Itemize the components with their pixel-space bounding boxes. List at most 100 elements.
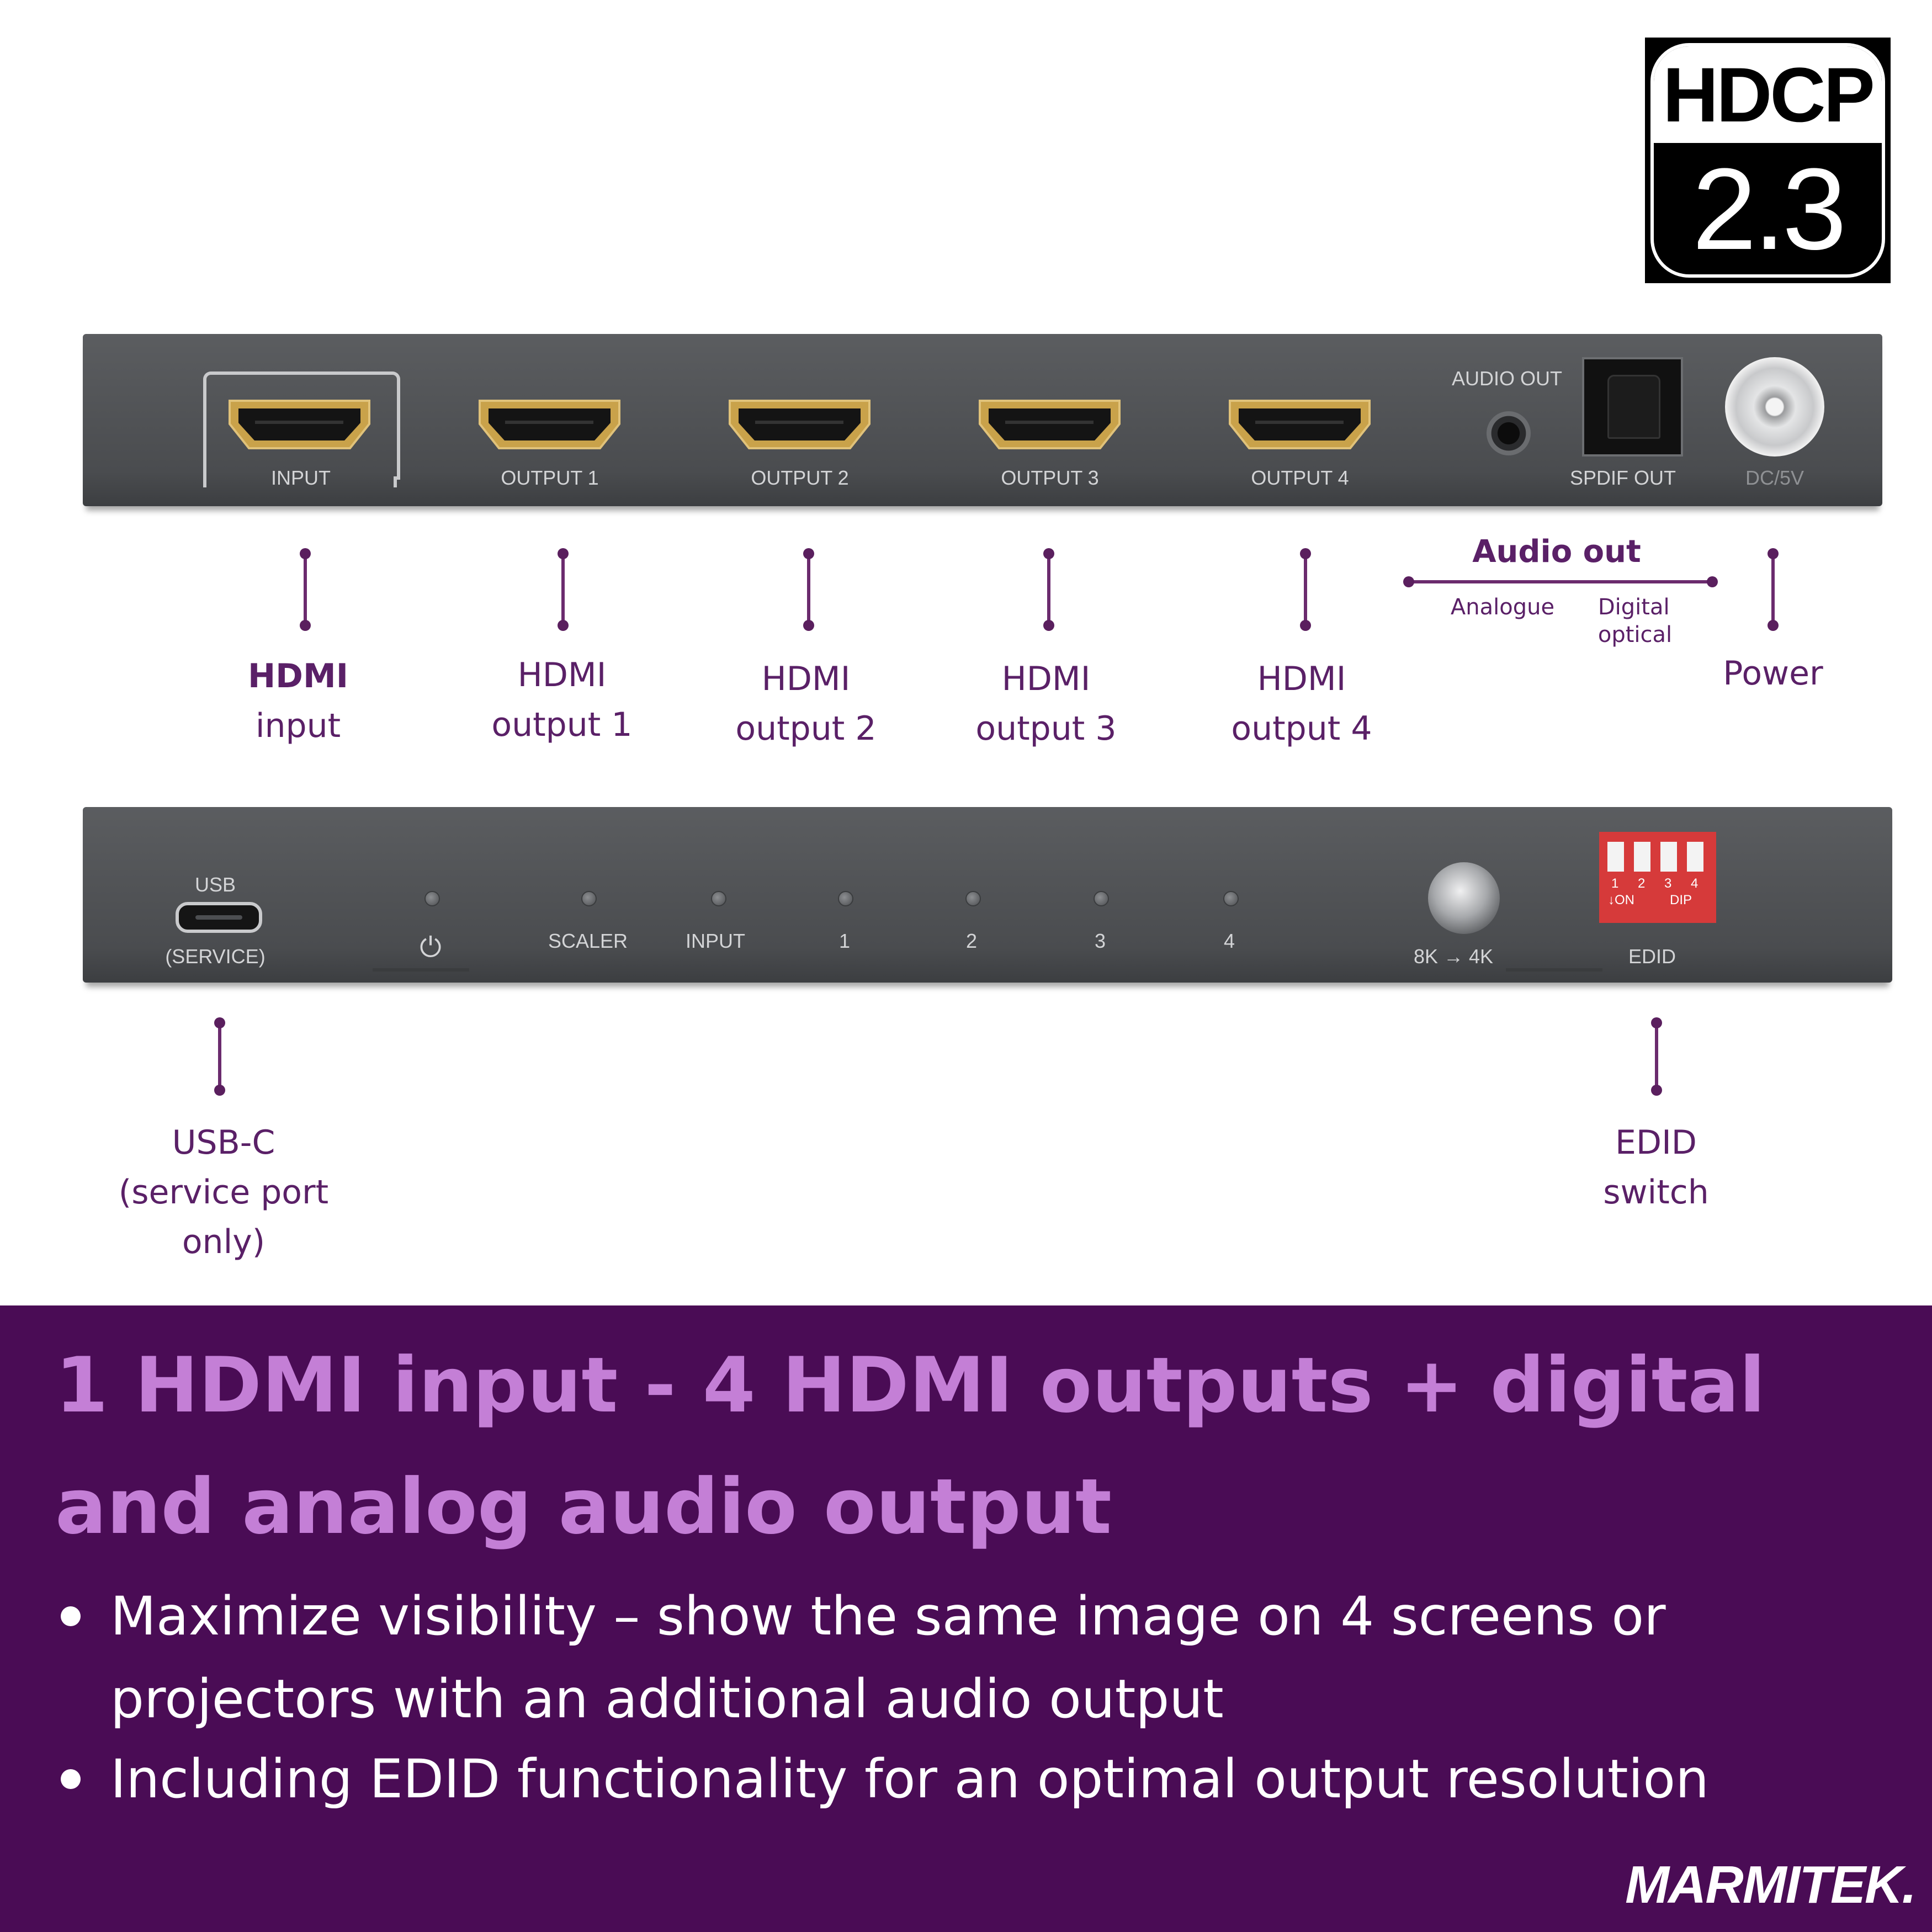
input-bracket-foot-left xyxy=(203,476,206,487)
audio-out-bracket-dot-right xyxy=(1707,576,1718,587)
connector-hdmi-input xyxy=(300,548,311,631)
callout-edid: EDID switch xyxy=(1603,1118,1709,1217)
callout-hdmi-input: HDMI input xyxy=(248,651,348,751)
led-label-input: INPUT xyxy=(686,930,745,952)
banner-headline-line2: and analog audio output xyxy=(55,1462,1112,1551)
dip-number-1: 1 xyxy=(1611,876,1619,891)
port-label-output-3: OUTPUT 3 xyxy=(1001,466,1099,489)
scaler-knob-icon[interactable] xyxy=(1428,862,1500,934)
bullet-dot-2 xyxy=(61,1769,81,1789)
audio-out-label: AUDIO OUT xyxy=(1451,367,1563,390)
feature-bullet-2: Including EDID functionality for an opti… xyxy=(110,1748,1709,1810)
led-label-2: 2 xyxy=(965,930,978,952)
audio-out-bracket-line xyxy=(1410,580,1711,583)
callout-audio-digital: Digital optical xyxy=(1598,593,1672,649)
brand-logo: MARMITEK. xyxy=(1625,1855,1917,1914)
usb-service-label: (SERVICE) xyxy=(165,945,266,968)
port-label-output-4: OUTPUT 4 xyxy=(1251,466,1349,489)
port-label-output-2: OUTPUT 2 xyxy=(751,466,849,489)
port-label-input: INPUT xyxy=(271,466,331,489)
feature-banner xyxy=(0,1305,1932,1932)
hdmi-port-output-1-icon xyxy=(479,400,620,449)
callout-hdmi-output-1-line1: HDMI xyxy=(517,656,607,694)
led-output-2 xyxy=(965,891,981,906)
front-panel: USB (SERVICE) ⏻ SCALER INPUT 1 2 3 4 8K … xyxy=(83,807,1892,983)
hdmi-port-output-4-icon xyxy=(1229,400,1371,449)
connector-usb-c xyxy=(214,1017,225,1096)
callout-audio-out-title: Audio out xyxy=(1472,534,1641,570)
callout-hdmi-output-3-line1: HDMI xyxy=(1001,660,1091,698)
hdmi-port-output-2-icon xyxy=(729,400,871,449)
callout-hdmi-output-3-line2: output 3 xyxy=(975,709,1117,748)
led-label-4: 4 xyxy=(1223,930,1235,952)
hdmi-port-output-3-icon xyxy=(979,400,1121,449)
dip-label: DIP xyxy=(1670,893,1692,907)
led-label-1: 1 xyxy=(838,930,851,952)
power-button-foot xyxy=(373,968,469,972)
callout-hdmi-output-3: HDMI output 3 xyxy=(975,654,1116,753)
dip-number-2: 2 xyxy=(1638,876,1646,891)
led-label-scaler: SCALER xyxy=(548,930,628,952)
led-output-3 xyxy=(1094,891,1109,906)
connector-hdmi-output-1 xyxy=(558,548,569,631)
callout-hdmi-output-2-line1: HDMI xyxy=(761,660,851,698)
callout-power: Power xyxy=(1723,654,1823,693)
hdmi-port-input-icon xyxy=(229,400,370,449)
callout-hdmi-output-2: HDMI output 2 xyxy=(735,654,876,753)
dip-number-3: 3 xyxy=(1664,876,1672,891)
callout-hdmi-output-1-line2: output 1 xyxy=(491,705,633,744)
power-symbol-icon: ⏻ xyxy=(420,932,442,963)
banner-headline: 1 HDMI input - 4 HDMI outputs + digital … xyxy=(55,1325,1877,1568)
callout-hdmi-input-line2: input xyxy=(255,707,341,745)
back-panel: INPUT OUTPUT 1 OUTPUT 2 OUTPUT 3 OUTPUT … xyxy=(83,334,1882,506)
edid-label: EDID xyxy=(1628,945,1676,968)
feature-bullet-1: Maximize visibility – show the same imag… xyxy=(110,1585,1666,1730)
port-label-output-1: OUTPUT 1 xyxy=(501,466,599,489)
callout-hdmi-output-4-line1: HDMI xyxy=(1257,660,1346,698)
led-input xyxy=(711,891,726,906)
led-power xyxy=(424,891,440,906)
audio-out-bracket-dot-left xyxy=(1403,576,1414,587)
led-scaler xyxy=(581,891,597,906)
dip-on-label: ↓ON xyxy=(1608,893,1634,907)
dip-toggle-3[interactable] xyxy=(1660,842,1677,872)
connector-hdmi-output-4 xyxy=(1300,548,1311,631)
led-output-4 xyxy=(1223,891,1239,906)
audio-jack-icon xyxy=(1487,411,1531,455)
led-output-1 xyxy=(838,891,853,906)
banner-headline-line1: 1 HDMI input - 4 HDMI outputs + digital xyxy=(55,1341,1765,1430)
callout-hdmi-output-2-line2: output 2 xyxy=(735,709,877,748)
connector-power xyxy=(1768,548,1779,631)
spdif-port-icon xyxy=(1582,357,1683,457)
callout-usb-c: USB-C (service port only) xyxy=(119,1118,328,1267)
hdcp-badge-version: 2.3 xyxy=(1692,144,1847,274)
callout-audio-digital-line1: Digital xyxy=(1597,595,1670,620)
callout-usb-c-line1: USB-C xyxy=(172,1123,275,1162)
callout-hdmi-input-line1: HDMI xyxy=(247,657,349,696)
connector-hdmi-output-3 xyxy=(1043,548,1054,631)
dc-label: DC/5V xyxy=(1745,466,1804,489)
callout-usb-c-line2: (service port xyxy=(118,1173,329,1212)
dip-toggle-1[interactable] xyxy=(1607,842,1624,872)
usb-label: USB xyxy=(194,873,236,896)
callout-edid-line1: EDID xyxy=(1615,1123,1697,1162)
callout-usb-c-line3: only) xyxy=(182,1223,266,1261)
dip-toggle-4[interactable] xyxy=(1687,842,1703,872)
spdif-label: SPDIF OUT xyxy=(1569,466,1676,489)
connector-hdmi-output-2 xyxy=(803,548,814,631)
edid-dip-switch[interactable]: 1 2 3 4 ↓ON DIP xyxy=(1599,832,1716,923)
dc-power-jack-icon xyxy=(1725,357,1824,457)
edid-foot xyxy=(1506,968,1602,972)
input-bracket-foot-right xyxy=(394,476,397,487)
usb-c-port-icon[interactable] xyxy=(176,902,262,933)
bullet-dot-1 xyxy=(61,1606,81,1626)
dip-toggle-2[interactable] xyxy=(1634,842,1650,872)
dip-number-4: 4 xyxy=(1691,876,1699,891)
callout-hdmi-output-4: HDMI output 4 xyxy=(1231,654,1372,753)
callout-audio-analogue: Analogue xyxy=(1450,595,1555,620)
callout-hdmi-output-1: HDMI output 1 xyxy=(491,650,632,750)
connector-edid xyxy=(1651,1017,1662,1096)
scaler-label: 8K → 4K xyxy=(1413,945,1494,968)
input-bracket xyxy=(203,371,400,480)
hdcp-badge: HDCP 2.3 xyxy=(1645,38,1891,283)
